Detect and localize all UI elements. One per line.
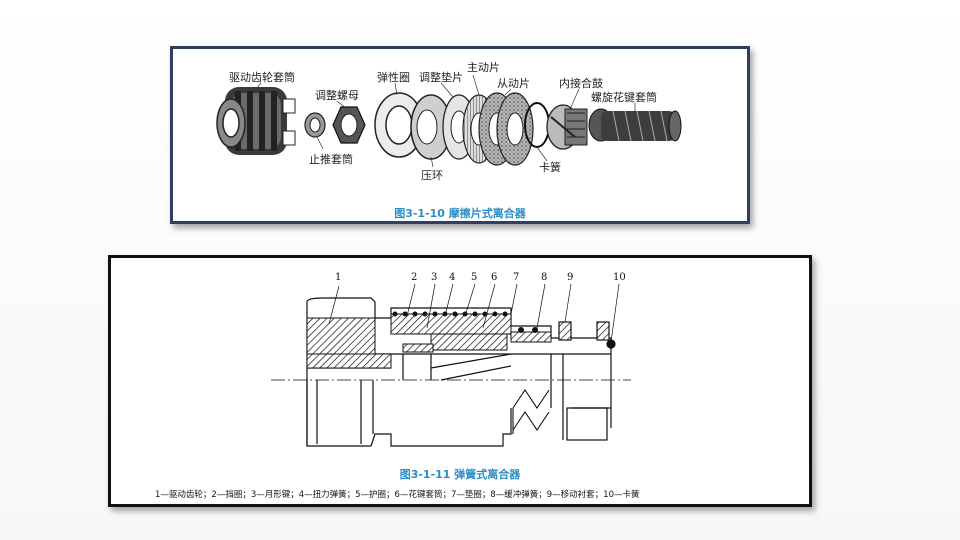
moving-bushing-part (558, 321, 616, 441)
callout-8: 8 (541, 272, 547, 283)
driven-plate-part (478, 92, 534, 166)
label-thrust-sleeve: 止推套筒 (309, 152, 353, 166)
figure1-caption: 图3-1-10 摩擦片式离合器 (394, 207, 526, 220)
drive-gear-sleeve-part (216, 87, 296, 155)
spline-sleeve-part (588, 108, 682, 142)
figure2-legend: 1—驱动齿轮；2—挡圈；3—月形键；4—扭力弹簧；5—护圈；6—花键套筒；7—垫… (155, 490, 640, 500)
spring-clutch-figure: 1 2 3 4 5 6 7 8 9 10 图3-1-11 弹簧式离合器 1—驱动… (108, 255, 812, 507)
friction-clutch-drawing: 驱动齿轮套筒 调整螺母 止推套筒 弹性圈 调整垫片 主动片 从动片 内接合鼓 螺… (216, 61, 682, 182)
callout-3: 3 (431, 272, 437, 283)
callout-9: 9 (567, 272, 573, 283)
label-pressure-ring: 压环 (421, 169, 443, 182)
label-snap-spring: 卡簧 (539, 160, 561, 174)
label-drive-plate: 主动片 (467, 61, 500, 74)
label-inner-hub: 内接合鼓 (559, 76, 603, 90)
adjust-nut-part (332, 106, 366, 144)
pressure-ring-part (410, 94, 452, 160)
callout-5: 5 (471, 272, 477, 283)
helical-spline-threads (512, 389, 550, 434)
label-drive-gear-sleeve: 驱动齿轮套筒 (229, 70, 295, 84)
inner-hub-part (546, 104, 588, 150)
figure1-leader-lines (252, 74, 636, 168)
torsion-spring-coils (392, 311, 538, 333)
label-spline-sleeve: 螺旋花键套筒 (591, 90, 657, 104)
figure2-caption: 图3-1-11 弹簧式离合器 (399, 468, 521, 481)
callout-2: 2 (411, 272, 417, 283)
callout-1: 1 (335, 272, 341, 283)
thrust-sleeve-part (304, 112, 326, 138)
label-elastic-ring: 弹性圈 (377, 70, 410, 84)
hatched-sections (306, 313, 552, 369)
friction-clutch-figure: 驱动齿轮套筒 调整螺母 止推套筒 弹性圈 调整垫片 主动片 从动片 内接合鼓 螺… (170, 46, 750, 224)
label-adjust-shim: 调整垫片 (419, 70, 463, 84)
label-driven-plate: 从动片 (497, 77, 530, 90)
callout-10: 10 (613, 272, 626, 283)
callout-7: 7 (513, 272, 519, 283)
spring-clutch-drawing: 1 2 3 4 5 6 7 8 9 10 (271, 272, 631, 447)
label-adjust-nut: 调整螺母 (315, 88, 359, 102)
figure2-callout-lines (328, 283, 620, 343)
callout-6: 6 (491, 272, 497, 283)
callout-4: 4 (449, 272, 455, 283)
